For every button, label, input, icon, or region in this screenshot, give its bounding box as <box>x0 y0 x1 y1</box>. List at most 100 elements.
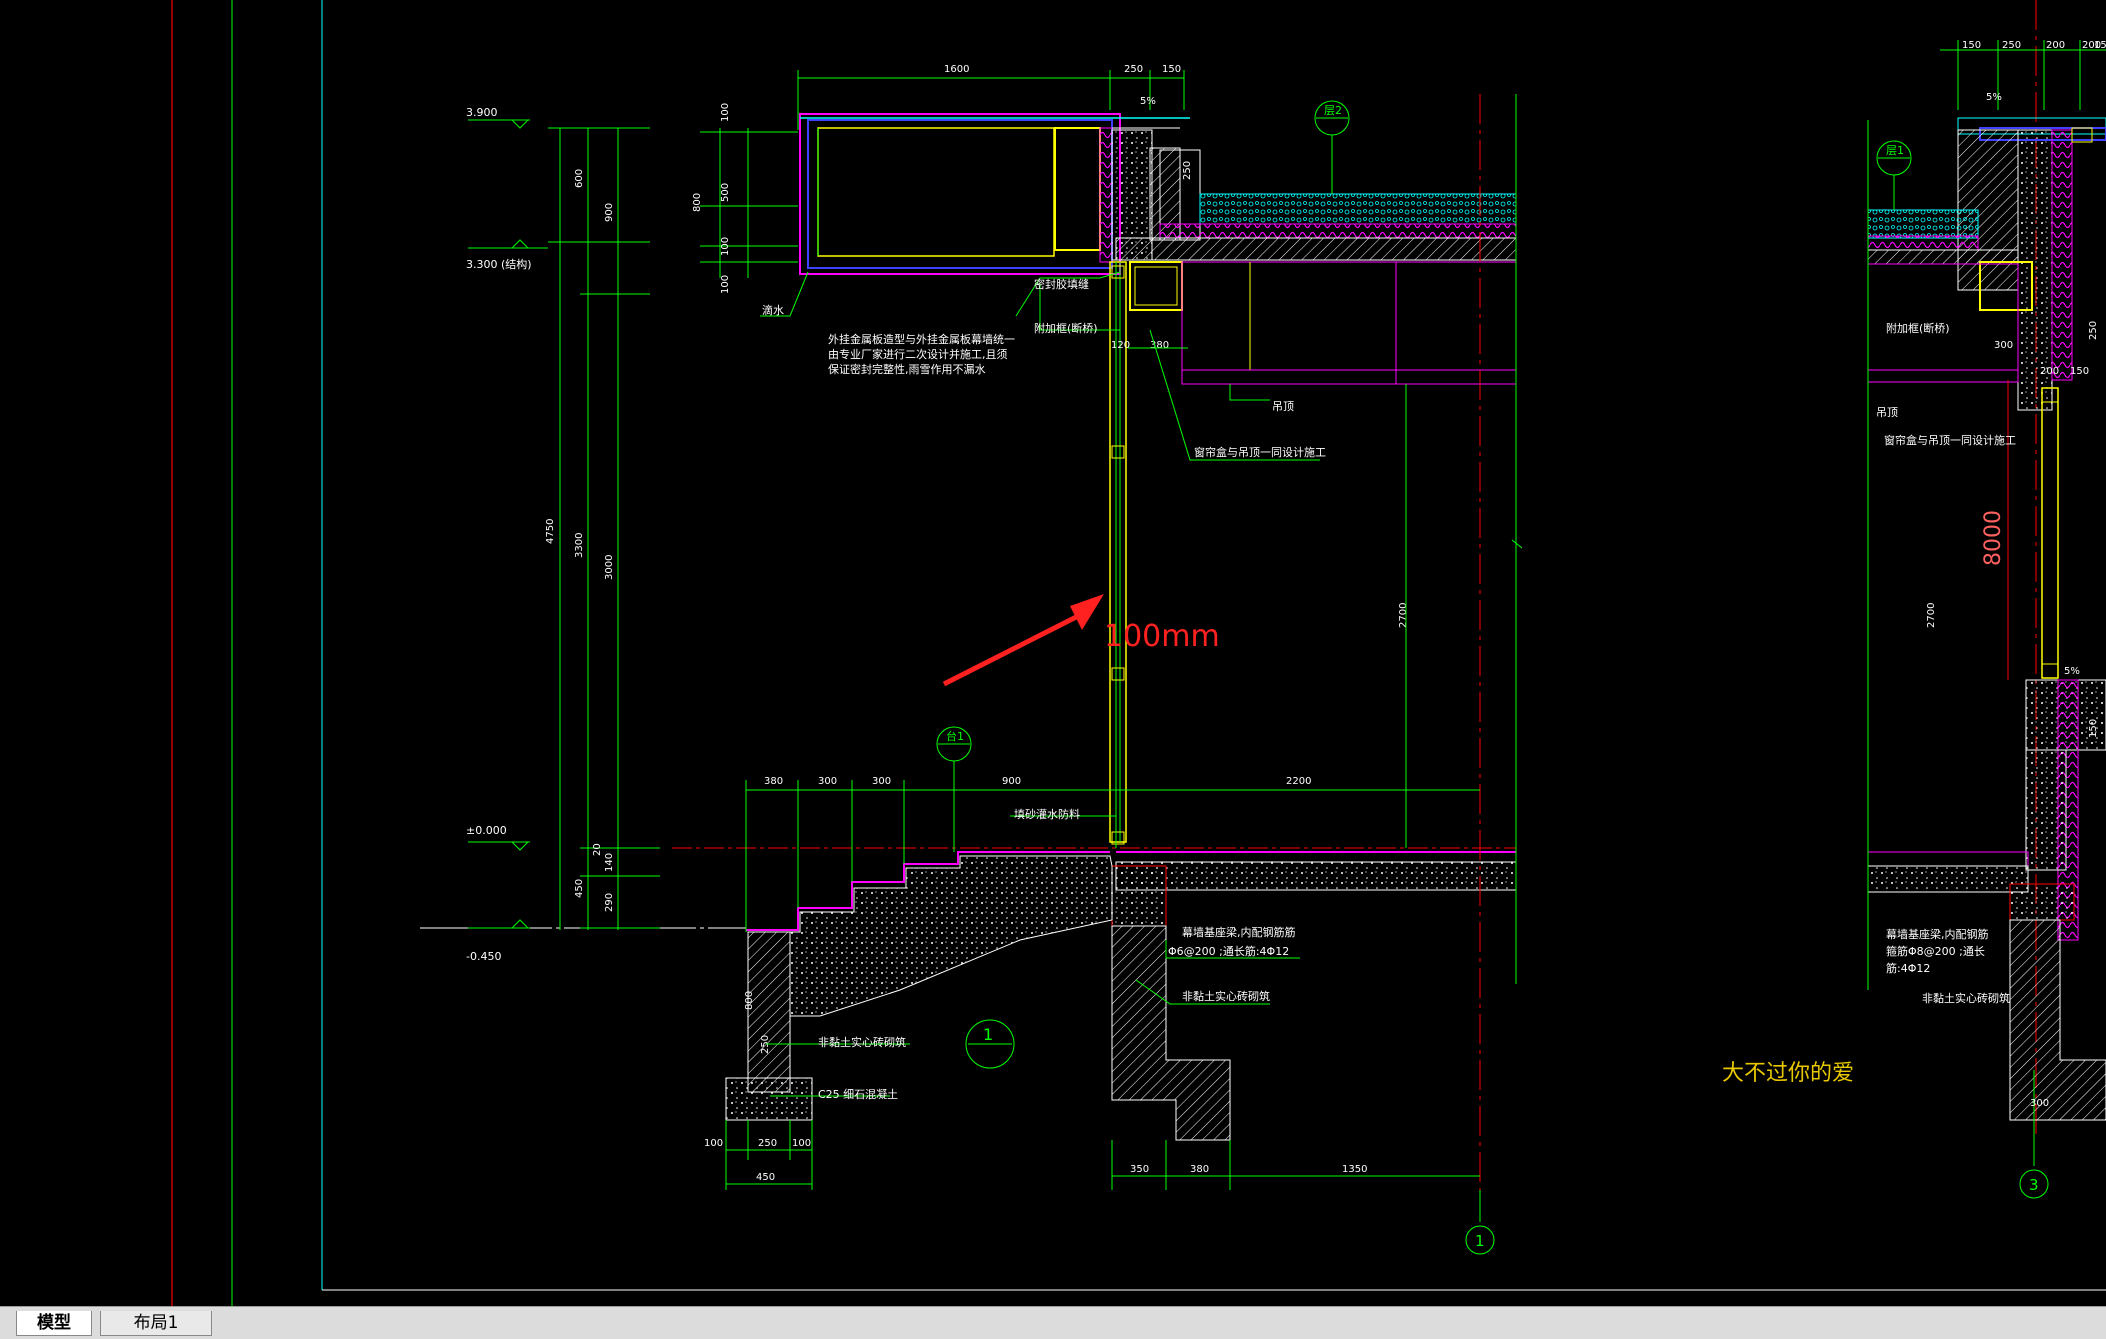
dim-b-300b: 300 <box>872 776 891 787</box>
dim-f-250v: 250 <box>760 1035 771 1054</box>
level-zero: ±0.000 <box>466 824 507 837</box>
r-dim-150b: 150 <box>2094 40 2106 51</box>
dim-foot-380: 380 <box>1190 1164 1209 1175</box>
note-mortar: 填砂灌水防料 <box>1014 807 1080 821</box>
dim-600: 600 <box>574 169 585 188</box>
note-curtainbox: 窗帘盒与吊顶一同设计施工 <box>1194 445 1326 459</box>
dim-b-380: 380 <box>764 776 783 787</box>
dim-2700: 2700 <box>1398 603 1409 628</box>
callout-platform1-text: 台1 <box>946 729 964 743</box>
annotation-100mm: 100mm <box>1104 619 1220 654</box>
annotation-8000: 8000 <box>1981 510 2006 566</box>
r-dim-150c: 150 <box>2070 366 2089 377</box>
note-ceiling: 吊顶 <box>1272 400 1294 413</box>
dim-b-900: 900 <box>1002 776 1021 787</box>
dim-3300: 3300 <box>574 533 585 558</box>
dim-lines-left <box>548 127 798 930</box>
dim-800: 800 <box>692 193 703 212</box>
r-dim-150: 150 <box>1962 40 1981 51</box>
dim-100c: 100 <box>720 275 731 294</box>
r-dim-slope: 5% <box>1986 92 2002 103</box>
note-beam: 幕墙基座梁,内配钢筋筋 <box>1182 925 1296 939</box>
note-drip: 滴水 <box>762 303 784 317</box>
dim-140: 140 <box>604 853 615 872</box>
dim-20: 20 <box>592 843 603 856</box>
r-dim-300: 300 <box>1994 340 2013 351</box>
callout-layer2 <box>1314 100 1350 194</box>
drawing-svg[interactable]: 3.900 3.300 (结构) ±0.000 -0.450 <box>0 0 2106 1306</box>
leaders <box>760 271 1320 1097</box>
r-dim-200a: 200 <box>2046 40 2065 51</box>
dim-lines-top <box>797 70 1185 130</box>
note-brick: 非黏土实心砖砌筑 <box>1182 989 1270 1003</box>
r-dim-200b: 200 <box>2082 40 2101 51</box>
tab-layout1[interactable]: 布局1 <box>100 1311 212 1336</box>
r-dim-250: 250 <box>2002 40 2021 51</box>
tab-model[interactable]: 模型 <box>16 1311 92 1336</box>
callout-detail1 <box>965 1019 1015 1069</box>
level-3900: 3.900 <box>466 106 498 119</box>
note-concrete: C25 细石混凝土 <box>818 1087 898 1101</box>
r-note-ceiling: 吊顶 <box>1876 406 1898 419</box>
dim-f-450: 450 <box>756 1172 775 1183</box>
level-neg: -0.450 <box>466 950 501 963</box>
dim-b-300a: 300 <box>818 776 837 787</box>
dim-foot-1350: 1350 <box>1342 1164 1367 1175</box>
r-note-beam: 幕墙基座梁,内配钢筋 <box>1886 927 1989 941</box>
dim-100a: 100 <box>720 103 731 122</box>
dim-f-800: 800 <box>744 991 755 1010</box>
note-sealant: 密封胶填缝 <box>1034 277 1089 291</box>
dim-foot-350: 350 <box>1130 1164 1149 1175</box>
dim-450: 450 <box>574 879 585 898</box>
dim-380: 380 <box>1150 340 1169 351</box>
dim-3000: 3000 <box>604 555 615 580</box>
dim-top-150: 150 <box>1162 64 1181 75</box>
right-section <box>1867 40 2106 1199</box>
r-dim-2700: 2700 <box>1926 603 1937 628</box>
dim-top-1600: 1600 <box>944 64 969 75</box>
callout-detail1-text: 1 <box>983 1025 993 1044</box>
callout-platform1 <box>936 726 972 852</box>
r-dim-150d: 150 <box>2088 719 2099 738</box>
roof-slab <box>1115 149 1517 385</box>
annotation-yellow-text: 大不过你的爱 <box>1722 1061 1854 1086</box>
note-metal-panel: 外挂金属板造型与外挂金属板幕墙统一由专业厂家进行二次设计并施工,且须保证密封完整… <box>828 333 1015 376</box>
axis-label-3: 3 <box>2029 1176 2039 1194</box>
dim-500: 500 <box>720 183 731 202</box>
dim-290: 290 <box>604 893 615 912</box>
note-addframe: 附加框(断桥) <box>1034 321 1098 335</box>
stairs <box>420 851 1113 1121</box>
dim-top-250: 250 <box>1124 64 1143 75</box>
axis-bubble-1 <box>1465 1225 1495 1255</box>
dim-slope: 5% <box>1140 96 1156 107</box>
dim-4750: 4750 <box>545 519 556 544</box>
r-note-curtainbox: 窗帘盒与吊顶一同设计施工 <box>1884 433 2016 447</box>
axis-label-1: 1 <box>1475 1232 1485 1250</box>
callout-layer1-text: 层1 <box>1886 144 1904 157</box>
dim-120: 120 <box>1111 340 1130 351</box>
r-note-brick: 非黏土实心砖砌筑 <box>1922 991 2010 1005</box>
r-dim-250b: 250 <box>2088 321 2099 340</box>
level-markers <box>468 119 548 929</box>
note-rebar2: Φ6@200 ;通长筋:4Φ12 <box>1168 944 1289 958</box>
dim-f-100a: 100 <box>704 1138 723 1149</box>
level-3300: 3.300 (结构) <box>466 257 532 271</box>
layout-tab-bar: 模型 布局1 <box>0 1306 2106 1339</box>
r-dim-200c: 200 <box>2040 366 2059 377</box>
r-note-rebar: 箍筋Φ8@200 ;通长 <box>1886 944 1985 958</box>
dim-900: 900 <box>604 203 615 222</box>
r-note-addframe: 附加框(断桥) <box>1886 321 1950 335</box>
dim-f-250: 250 <box>758 1138 777 1149</box>
window-frame <box>1109 261 1127 845</box>
note-brick-left: 非黏土实心砖砌筑 <box>818 1035 906 1049</box>
r-dim-slope2: 5% <box>2064 666 2080 677</box>
dim-f-100b: 100 <box>792 1138 811 1149</box>
dim-b-2200: 2200 <box>1286 776 1311 787</box>
r-dim-300b: 300 <box>2030 1098 2049 1109</box>
drawing-canvas[interactable]: 3.900 3.300 (结构) ±0.000 -0.450 <box>0 0 2106 1306</box>
dim-lines-stair <box>745 780 1480 932</box>
red-arrow <box>942 594 1104 687</box>
callout-layer2-text: 层2 <box>1324 104 1342 117</box>
dim-lines-foot <box>725 1120 1480 1190</box>
